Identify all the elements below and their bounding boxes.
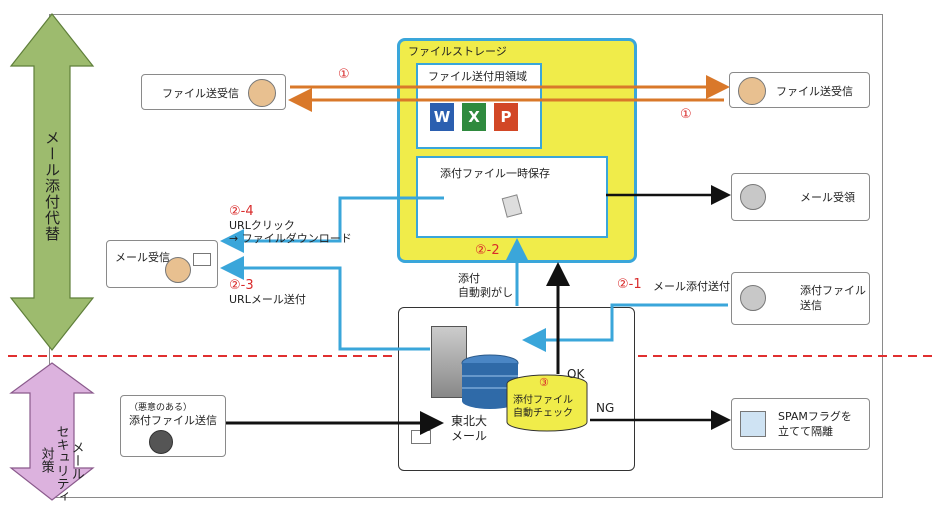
node-mail-receive-left: メール受信: [106, 240, 218, 288]
node-small-label: （悪意のある）: [129, 403, 193, 413]
mail-attach-send-label: メール添付送付: [653, 280, 730, 293]
temp-attachment-area: 添付ファイル一時保存: [416, 156, 608, 238]
user-icon: [740, 285, 766, 311]
word-icon: W: [430, 103, 454, 131]
step-1-top: ①: [338, 67, 350, 82]
user-icon: [248, 79, 276, 107]
temp-attachment-label: 添付ファイル一時保存: [440, 167, 550, 180]
node-file-transfer-right: ファイル送受信: [729, 72, 870, 108]
file-send-area-label: ファイル送付用領域: [428, 70, 527, 83]
blue-arrow-attach-send: [522, 303, 728, 352]
step-2-1: ②-1: [617, 277, 642, 292]
blue-arrow-url-click: [220, 196, 444, 253]
node-file-transfer-left: ファイル送受信: [141, 74, 286, 110]
detach-label-1: 添付: [458, 272, 480, 285]
step-2-3: ②-3: [229, 278, 254, 293]
detach-label-2: 自動剥がし: [458, 286, 513, 299]
node-spam-quarantine: SPAMフラグを 立てて隔離: [731, 398, 870, 450]
node-label: メール受信: [115, 251, 170, 264]
node-label: 添付ファイル 送信: [800, 284, 866, 312]
step-2-4: ②-4: [229, 204, 254, 219]
blue-arrow-url-send: [220, 256, 430, 351]
step-2-2: ②-2: [475, 243, 500, 258]
node-label: 添付ファイル送信: [129, 414, 217, 427]
user-icon: [165, 257, 191, 283]
university-mail-server: 東北大 メール ③ 添付ファイル 自動チェック: [398, 307, 635, 471]
node-malicious-sender: （悪意のある） 添付ファイル送信: [120, 395, 226, 457]
mail-alt-arrow-shape: [9, 13, 95, 351]
db-step-num: ③: [539, 376, 549, 389]
security-label: メール セキュリティ 対策: [38, 425, 84, 503]
ok-label: OK: [567, 367, 585, 381]
user-icon: [740, 184, 766, 210]
server-icon: [431, 326, 467, 398]
step-1-bottom: ①: [680, 107, 692, 122]
file-storage: ファイルストレージ ファイル送付用領域 W X P 添付ファイル一時保存 ②-2: [397, 38, 637, 263]
ng-label: NG: [596, 401, 615, 415]
url-send-label: URLメール送付: [229, 293, 306, 306]
powerpoint-icon: P: [494, 103, 518, 131]
url-click-label-1: URLクリック: [229, 219, 295, 232]
storage-title: ファイルストレージ: [408, 45, 507, 58]
quarantine-icon: [740, 411, 766, 437]
user-icon: [738, 77, 766, 105]
node-attach-send: 添付ファイル 送信: [731, 272, 870, 325]
node-mail-receive-right: メール受領: [731, 173, 870, 221]
node-label: メール受領: [800, 191, 855, 204]
user-icon: [149, 430, 173, 454]
security-arrow-shape: [9, 362, 95, 501]
envelope-icon: [193, 253, 211, 266]
node-label: ファイル送受信: [162, 87, 239, 100]
file-send-area: ファイル送付用領域 W X P: [416, 63, 542, 149]
mail-alt-label: メール添付代替: [43, 130, 61, 242]
excel-icon: X: [462, 103, 486, 131]
server-name: 東北大 メール: [451, 414, 488, 443]
node-label: SPAMフラグを 立てて隔離: [778, 410, 852, 438]
db-label: 添付ファイル 自動チェック: [513, 395, 573, 419]
attach-check-db: ③ 添付ファイル 自動チェック: [505, 374, 589, 432]
node-label: ファイル送受信: [776, 85, 853, 98]
url-click-label-2: → ファイルダウンロード: [229, 232, 352, 245]
